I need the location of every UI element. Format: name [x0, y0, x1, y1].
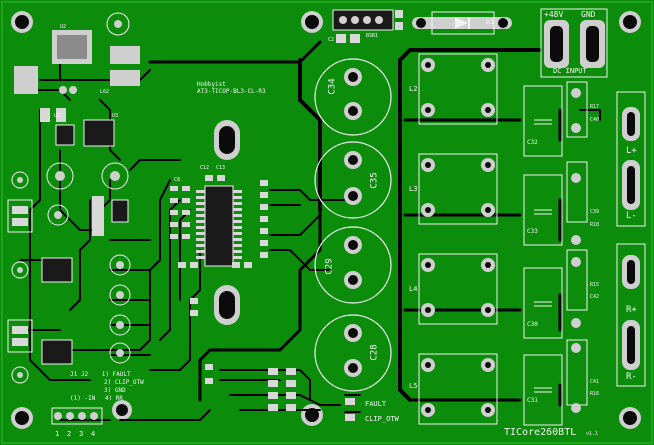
- legend-r0-c0: J1: [70, 371, 78, 378]
- fault-label: FAULT: [365, 400, 387, 408]
- label-c13: C13: [216, 165, 226, 171]
- board-header-line2: AT3-TICOP-BL3-CL-R3: [197, 88, 266, 95]
- label-c40: C40: [590, 117, 600, 123]
- bulk-capacitors: [314, 58, 392, 392]
- label-r18: R18: [590, 222, 600, 228]
- label-c41: C41: [590, 379, 600, 385]
- cap-bank-c30-label: C30: [527, 321, 538, 328]
- regulator-section: [7, 12, 140, 384]
- diode-label: D1: [486, 18, 495, 26]
- label-c42: C42: [590, 294, 600, 300]
- inductor-l2-label: L2: [409, 85, 418, 93]
- label-u3: U3: [112, 113, 119, 119]
- bulk-capacitor-pads: [344, 68, 362, 377]
- label-l62: L62: [100, 89, 110, 95]
- legend-r3-c0: (1): [70, 395, 81, 402]
- inductor-l4-label: L4: [409, 285, 418, 293]
- dc-input-label: DC INPUT: [553, 67, 587, 75]
- clip-otw-label: CLIP_OTW: [365, 415, 399, 423]
- legend-r2-c2: 3): [104, 387, 112, 394]
- label-c8: C8: [174, 177, 181, 183]
- legend-r0-c2: 1): [101, 371, 109, 378]
- top-connector: [332, 9, 403, 43]
- legend-r2-c3: GND: [114, 387, 126, 394]
- board-header-line1: Hobbyist: [197, 81, 226, 88]
- diode: [412, 11, 512, 35]
- pin-4-label: 4: [91, 430, 96, 438]
- pin-2-label: 2: [67, 430, 72, 438]
- board-name: TICore260BTL: [504, 427, 577, 438]
- output-terminals: [616, 91, 646, 387]
- label-u2: U2: [60, 24, 67, 30]
- pin-3-label: 3: [79, 430, 84, 438]
- label-r15: R15: [590, 282, 600, 288]
- amplifier-ic: [196, 185, 242, 267]
- label-u1: U1: [54, 113, 61, 119]
- cap-c29-label: C29: [324, 258, 335, 275]
- inductor-l5-label: L5: [409, 382, 418, 390]
- pin-header-legend: J1 J2 1) FAULT 2) CLIP_OTW 3) GND (1) -I…: [70, 371, 144, 403]
- output-right-minus: R-: [626, 372, 637, 382]
- board-version: v1.1: [586, 431, 599, 437]
- legend-r1-c2: 2): [104, 379, 112, 386]
- smd-pads: [170, 175, 355, 421]
- label-c39: C39: [590, 209, 600, 215]
- label-r17: R17: [590, 104, 600, 110]
- cap-bank-c31-label: C31: [527, 397, 538, 404]
- power-plus-label: +48V: [544, 10, 564, 19]
- cap-c34-label: C34: [327, 78, 338, 95]
- inductors: [418, 53, 498, 425]
- cap-c35-label: C35: [369, 172, 380, 189]
- film-cap-banks: [523, 85, 563, 426]
- inductor-l3-label: L3: [409, 185, 418, 193]
- legend-r0-c1: J2: [80, 371, 89, 378]
- signal-header: [51, 407, 103, 425]
- legend-r3-c2: 4): [104, 395, 113, 402]
- label-c2: C2: [328, 37, 335, 43]
- label-r16: R16: [590, 391, 600, 397]
- legend-r3-c3: RR: [115, 395, 124, 402]
- opamp-section: [41, 196, 131, 365]
- heatsink-holes: [214, 120, 240, 325]
- pin-1-label: 1: [55, 430, 60, 438]
- dc-input-connector: [540, 8, 608, 78]
- output-left-minus: L-: [626, 211, 637, 221]
- cap-c28-label: C28: [369, 344, 380, 361]
- label-c12: C12: [200, 165, 210, 171]
- output-left-plus: L+: [626, 146, 637, 156]
- label-bsr1: BSR1: [366, 33, 379, 39]
- power-gnd-label: GND: [581, 10, 596, 19]
- legend-r3-c1: -IN: [84, 395, 96, 402]
- legend-r1-c3: CLIP_OTW: [114, 379, 144, 386]
- snubber-parts: [566, 81, 588, 413]
- output-right-plus: R+: [626, 305, 637, 315]
- mounting-holes: [11, 11, 641, 429]
- cap-bank-c33-label: C33: [527, 228, 538, 235]
- cap-bank-c32-label: C32: [527, 139, 538, 146]
- legend-r0-c3: FAULT: [112, 371, 131, 378]
